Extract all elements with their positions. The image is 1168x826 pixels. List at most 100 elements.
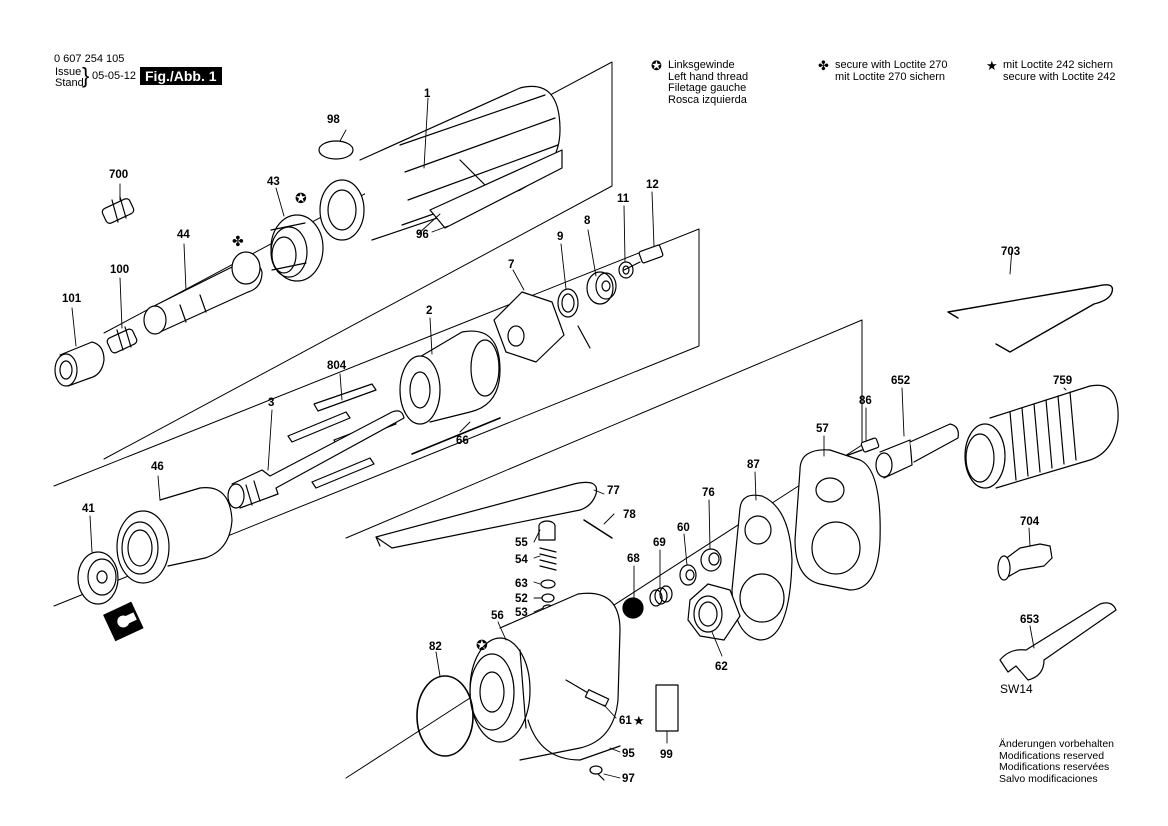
hose-nipple-part-652 (875, 423, 959, 479)
part-label-9: 9 (557, 231, 563, 243)
part-label-41: 41 (82, 503, 95, 515)
part-labels: 1 98 700 43 44 100 101 96 12 11 8 9 7 2 … (62, 88, 1072, 785)
bearing-plate-part-7 (493, 291, 565, 363)
bearing-part-8 (586, 271, 617, 305)
spring-part-60 (679, 564, 697, 586)
spring-part-54 (539, 547, 557, 571)
bearing-part-41 (77, 551, 119, 605)
part-label-52: 52 (515, 593, 528, 605)
part-label-2: 2 (426, 305, 432, 317)
part-label-82: 82 (429, 641, 442, 653)
pin-part-66 (411, 417, 501, 455)
part-label-3: 3 (268, 397, 274, 409)
part-label-12: 12 (646, 179, 659, 191)
valve-stack (538, 520, 557, 612)
thread-ring-part-43 (270, 214, 324, 282)
left-hand-thread-icon: ✪ (295, 190, 307, 206)
stand-label: Stand (55, 77, 84, 89)
cylinder-part-2 (399, 330, 501, 425)
part-label-704: 704 (1020, 516, 1040, 528)
wrench-part-653 (999, 602, 1117, 681)
ball-part-68 (622, 597, 644, 619)
legend-line: secure with Loctite 270 (835, 59, 948, 71)
modifications-note: Änderungen vorbehalten Modifications res… (999, 738, 1115, 785)
assembly-frame-middle (53, 228, 700, 607)
part-label-43: 43 (267, 176, 280, 188)
part-label-96: 96 (416, 229, 429, 241)
part-label-55: 55 (515, 537, 528, 549)
part-label-804: 804 (327, 360, 347, 372)
legend-line: mit Loctite 242 sichern (1003, 59, 1114, 71)
legend-line: Left hand thread (668, 70, 749, 83)
footer-line: Modifications reservées (999, 761, 1110, 773)
wrench-size-label: SW14 (1000, 682, 1033, 696)
left-hand-thread-icon: ✪ (476, 637, 488, 653)
part-label-759: 759 (1053, 375, 1072, 387)
o-ring-part-82 (416, 675, 474, 757)
part-label-700: 700 (109, 169, 128, 181)
part-label-98: 98 (327, 114, 340, 126)
left-hand-thread-icon: ✪ (651, 58, 662, 73)
loctite-242-icon: ★ (986, 58, 998, 73)
legend-line: Linksgewinde (668, 59, 735, 71)
part-label-11: 11 (617, 193, 630, 205)
part-label-101: 101 (62, 293, 82, 305)
part-label-86: 86 (859, 395, 872, 407)
motor-housing-part-56 (469, 592, 621, 761)
part-label-60: 60 (677, 522, 690, 534)
part-label-61: 61 (619, 715, 632, 727)
part-label-69: 69 (653, 537, 666, 549)
screw-part-12 (623, 244, 664, 271)
footer-line: Salvo modificaciones (999, 772, 1098, 785)
part-label-66: 66 (456, 435, 469, 447)
wire-bow-part-703 (947, 284, 1114, 353)
issue-date: 05-05-12 (92, 70, 137, 82)
part-label-99: 99 (660, 749, 673, 761)
ring-part-9 (557, 288, 591, 349)
loctite-270-icon: ✤ (818, 58, 829, 73)
brace-glyph: } (82, 63, 90, 88)
seal-part-63 (540, 579, 556, 589)
issue-label: Issue (55, 66, 82, 78)
silencer-part-759 (964, 384, 1119, 489)
footer-line: Modifications reserved (999, 749, 1105, 762)
part-label-63: 63 (515, 578, 528, 590)
strip-part-96 (429, 149, 563, 229)
nipple-part-700 (101, 196, 135, 224)
tool-icon (103, 601, 144, 642)
legend-line: Filetage gauche (668, 82, 747, 94)
part-label-77: 77 (607, 485, 620, 497)
legend-line: mit Loctite 270 sichern (835, 70, 946, 83)
lever-part-77 (375, 481, 598, 549)
part-label-703: 703 (1001, 246, 1020, 258)
label-part-99 (655, 684, 679, 732)
part-label-53: 53 (515, 607, 528, 619)
part-label-54: 54 (515, 554, 528, 566)
seal-part-98 (318, 140, 354, 160)
pin-part-78 (583, 519, 613, 539)
nipple-part-704 (997, 543, 1053, 581)
part-label-78: 78 (623, 509, 636, 521)
bushing-part-76 (700, 548, 722, 572)
part-label-652: 652 (891, 375, 910, 387)
part-label-97: 97 (622, 773, 635, 785)
screw-part-61 (584, 689, 610, 707)
part-label-44: 44 (177, 229, 190, 241)
collet-nut-part-100 (106, 326, 138, 354)
part-label-95: 95 (622, 748, 635, 760)
part-label-7: 7 (508, 259, 514, 271)
part-label-46: 46 (151, 461, 164, 473)
loctite-270-icon: ✤ (232, 233, 244, 249)
screw-part-97 (589, 765, 605, 781)
cylinder-part-46 (116, 487, 233, 584)
part-label-1: 1 (424, 88, 431, 100)
doc-number: 0 607 254 105 (54, 53, 125, 65)
footer-line: Änderungen vorbehalten (999, 738, 1115, 750)
part-label-100: 100 (110, 264, 129, 276)
part-label-8: 8 (584, 215, 591, 227)
legend-line: Rosca izquierda (668, 93, 747, 106)
washer-part-11 (618, 261, 634, 279)
part-label-62: 62 (715, 661, 728, 673)
part-label-87: 87 (747, 459, 760, 471)
